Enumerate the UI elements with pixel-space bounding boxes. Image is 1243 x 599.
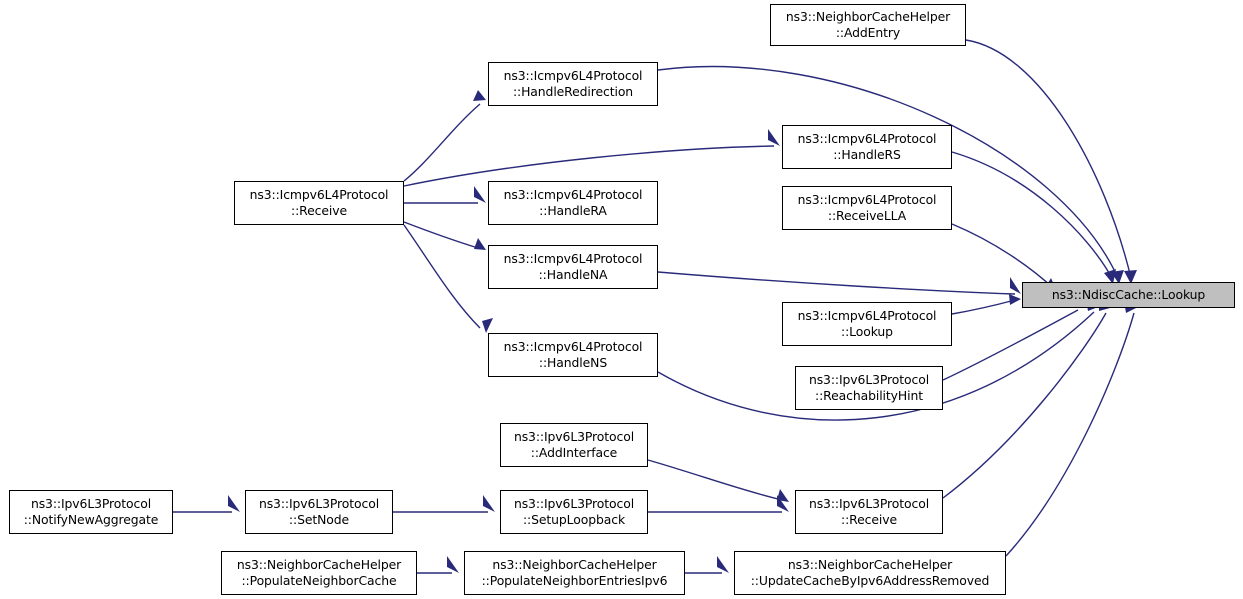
arrowhead-icon [768, 129, 780, 146]
arrowhead-icon [1009, 294, 1021, 305]
graph-node-populateneighborcache[interactable]: ns3::NeighborCacheHelper::PopulateNeighb… [221, 551, 417, 595]
node-label-line2: ::PopulateNeighborEntriesIpv6 [481, 573, 668, 588]
graph-node-updatecachebyipv6addressremoved[interactable]: ns3::NeighborCacheHelper::UpdateCacheByI… [734, 551, 1006, 595]
node-label-line2: ::HandleRS [833, 147, 901, 162]
edge-addentry-to-ndisclookup [965, 39, 1132, 279]
edge-handlers-to-ndisclookup [951, 151, 1113, 279]
graph-node-addentry[interactable]: ns3::NeighborCacheHelper::AddEntry [770, 4, 966, 46]
node-label-line2: ::PopulateNeighborCache [241, 573, 397, 588]
node-label-line1: ns3::Ipv6L3Protocol [258, 496, 380, 512]
node-label-line2: ::HandleNA [538, 267, 608, 282]
graph-node-reachabilityhint[interactable]: ns3::Ipv6L3Protocol::ReachabilityHint [795, 366, 943, 410]
edge-addinterface-to-receive_ipv6 [647, 459, 783, 501]
graph-node-addinterface[interactable]: ns3::Ipv6L3Protocol::AddInterface [500, 423, 648, 467]
node-label-line2: ::AddInterface [530, 445, 618, 460]
node-label-line1: ns3::Icmpv6L4Protocol [503, 251, 643, 267]
graph-node-receive_ipv6[interactable]: ns3::Ipv6L3Protocol::Receive [795, 490, 943, 534]
node-label-line2: ::HandleNS [538, 355, 608, 370]
node-label-line1: ns3::Icmpv6L4Protocol [503, 339, 643, 355]
node-label-line2: ::ReceiveLLA [827, 208, 907, 223]
edge-receive_icmp-to-handlens [403, 224, 481, 329]
arrowhead-icon [777, 489, 789, 502]
arrowhead-icon [483, 495, 495, 512]
node-label-line1: ns3::NeighborCacheHelper [787, 557, 953, 573]
edge-receivella-to-ndisclookup [951, 223, 1054, 289]
graph-node-handlens[interactable]: ns3::Icmpv6L4Protocol::HandleNS [488, 333, 658, 377]
edge-receive_icmp-to-handleredirection [403, 103, 481, 182]
graph-node-handleredirection[interactable]: ns3::Icmpv6L4Protocol::HandleRedirection [488, 62, 658, 106]
graph-node-icmp_lookup[interactable]: ns3::Icmpv6L4Protocol::Lookup [782, 302, 952, 346]
graph-node-receivella[interactable]: ns3::Icmpv6L4Protocol::ReceiveLLA [782, 186, 952, 230]
arrowhead-icon [717, 556, 729, 573]
node-label-line1: ns3::Icmpv6L4Protocol [797, 308, 937, 324]
node-label-line2: ::Receive [291, 203, 347, 218]
node-label-line1: ns3::Icmpv6L4Protocol [797, 192, 937, 208]
node-label-line1: ns3::NeighborCacheHelper [492, 557, 657, 573]
node-label-line2: ::HandleRA [539, 203, 607, 218]
graph-node-notifynewaggregate[interactable]: ns3::Ipv6L3Protocol::NotifyNewAggregate [9, 490, 173, 534]
graph-node-handlena[interactable]: ns3::Icmpv6L4Protocol::HandleNA [488, 245, 658, 289]
graph-node-ndisclookup[interactable]: ns3::NdiscCache::Lookup [1022, 282, 1235, 308]
arrowhead-icon [473, 90, 486, 101]
graph-node-populateneighborentriesipv6[interactable]: ns3::NeighborCacheHelper::PopulateNeighb… [464, 551, 685, 595]
node-label-line1: ns3::NdiscCache::Lookup [1051, 287, 1206, 303]
node-label-line1: ns3::Ipv6L3Protocol [513, 496, 635, 512]
arrowhead-icon [777, 495, 789, 512]
edge-icmp_lookup-to-ndisclookup [951, 299, 1016, 315]
edge-updatecachebyipv6addressremoved-to-ndisclookup [1005, 312, 1135, 557]
edge-handleredirection-to-ndisclookup [657, 65, 1119, 279]
arrowhead-icon [482, 318, 493, 333]
arrowhead-icon [474, 238, 486, 250]
node-label-line2: ::HandleRedirection [512, 84, 634, 99]
node-label-line1: ns3::Icmpv6L4Protocol [797, 131, 937, 147]
node-label-line1: ns3::Ipv6L3Protocol [30, 496, 152, 512]
graph-node-handlers[interactable]: ns3::Icmpv6L4Protocol::HandleRS [782, 125, 952, 169]
node-label-line2: ::AddEntry [835, 25, 901, 40]
node-label-line2: ::SetupLoopback [522, 512, 626, 527]
edge-receive_ipv6-to-ndisclookup [942, 312, 1107, 499]
edge-receive_icmp-to-handlena [403, 221, 479, 249]
node-label-line2: ::NotifyNewAggregate [23, 512, 159, 527]
node-label-line2: ::Lookup [841, 324, 893, 339]
graph-node-setnode[interactable]: ns3::Ipv6L3Protocol::SetNode [245, 490, 393, 534]
node-label-line1: ns3::Icmpv6L4Protocol [503, 187, 643, 203]
node-label-line1: ns3::NeighborCacheHelper [236, 557, 402, 573]
graph-node-setuploopback[interactable]: ns3::Ipv6L3Protocol::SetupLoopback [500, 490, 648, 534]
node-label-line1: ns3::Icmpv6L4Protocol [503, 68, 643, 84]
node-label-line1: ns3::NeighborCacheHelper [785, 9, 951, 25]
node-label-line1: ns3::Ipv6L3Protocol [513, 429, 635, 445]
node-label-line2: ::Receive [841, 512, 897, 527]
arrowhead-icon [1010, 277, 1021, 294]
arrowhead-icon [474, 186, 486, 203]
graph-node-handlera[interactable]: ns3::Icmpv6L4Protocol::HandleRA [488, 181, 658, 225]
edge-receive_icmp-to-handlers [403, 145, 775, 187]
node-label-line2: ::ReachabilityHint [815, 388, 923, 403]
graph-node-receive_icmp[interactable]: ns3::Icmpv6L4Protocol::Receive [234, 181, 404, 225]
node-label-line1: ns3::Ipv6L3Protocol [808, 372, 930, 388]
node-label-line2: ::SetNode [288, 512, 350, 527]
node-label-line1: ns3::Icmpv6L4Protocol [249, 187, 389, 203]
edge-reachabilityhint-to-ndisclookup [942, 309, 1079, 381]
node-label-line2: ::UpdateCacheByIpv6AddressRemoved [750, 573, 990, 588]
arrowhead-icon [447, 556, 459, 573]
node-label-line1: ns3::Ipv6L3Protocol [808, 496, 930, 512]
arrowhead-icon [228, 495, 240, 512]
edge-handlena-to-ndisclookup [657, 271, 1016, 295]
